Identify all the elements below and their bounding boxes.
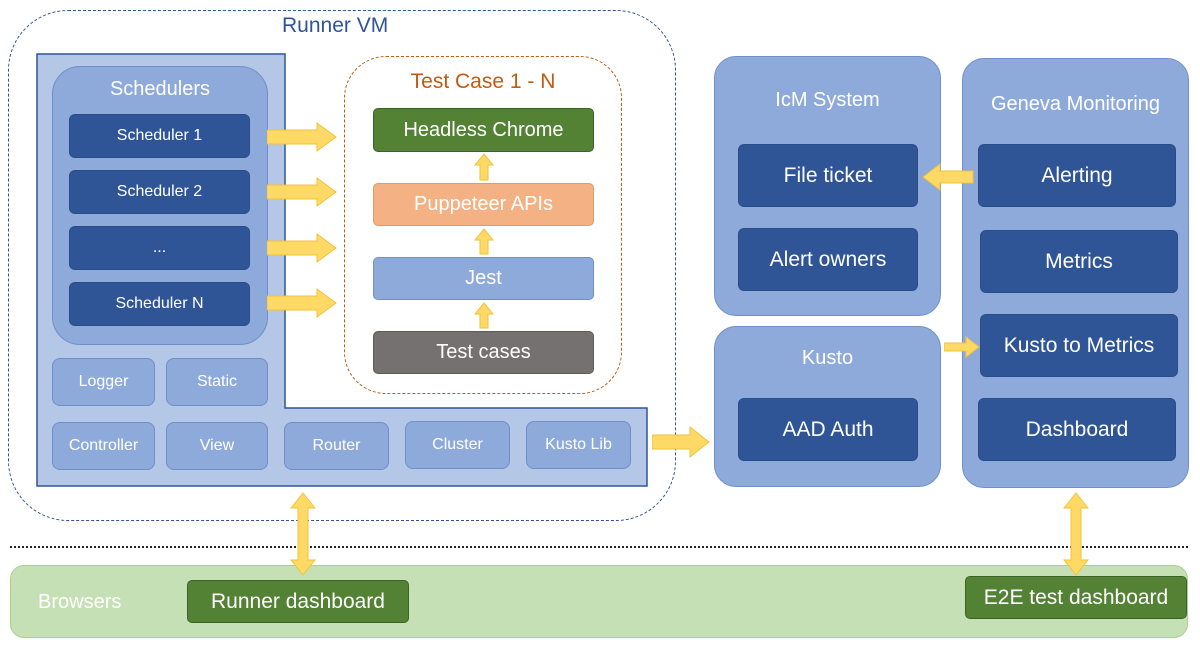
arrow-kusto-to-kusto-to-metrics bbox=[944, 336, 980, 358]
geneva-alerting: Alerting bbox=[978, 144, 1176, 207]
module-kusto-lib: Kusto Lib bbox=[526, 421, 631, 469]
arrow-kusto-lib-to-kusto bbox=[652, 426, 710, 458]
arrow-jest-to-puppeteer bbox=[474, 228, 494, 255]
arrow-alerting-to-file-ticket bbox=[922, 163, 974, 191]
schedulers-title: Schedulers bbox=[109, 77, 211, 100]
scheduler-ellipsis: ... bbox=[69, 226, 250, 270]
scheduler-2: Scheduler 2 bbox=[69, 170, 250, 214]
layer-test-cases: Test cases bbox=[373, 331, 594, 374]
geneva-kusto-to-metrics: Kusto to Metrics bbox=[980, 314, 1178, 377]
arrow-runner-vm-to-runner-dashboard bbox=[290, 492, 316, 576]
module-controller: Controller bbox=[52, 422, 155, 470]
module-logger: Logger bbox=[52, 358, 155, 406]
arrow-scheduler-1-to-test-case bbox=[267, 122, 337, 152]
test-case-container bbox=[344, 56, 622, 394]
icm-system-title: IcM System bbox=[775, 88, 880, 111]
geneva-monitoring-title: Geneva Monitoring bbox=[991, 92, 1160, 115]
layer-puppeteer-apis: Puppeteer APIs bbox=[373, 183, 594, 226]
runner-dashboard[interactable]: Runner dashboard bbox=[187, 580, 409, 623]
arrow-test-cases-to-jest bbox=[474, 302, 494, 329]
layer-headless-chrome: Headless Chrome bbox=[373, 108, 594, 152]
kusto-title: Kusto bbox=[801, 346, 854, 369]
module-static: Static bbox=[166, 358, 268, 406]
geneva-dashboard: Dashboard bbox=[978, 398, 1176, 461]
arrow-scheduler-n-to-test-case bbox=[267, 288, 337, 318]
runner-vm-container bbox=[8, 10, 676, 521]
runner-vm-title: Runner VM bbox=[282, 14, 389, 37]
arrow-puppeteer-to-chrome bbox=[474, 153, 494, 181]
arrow-geneva-to-e2e-dashboard bbox=[1063, 492, 1089, 576]
browsers-label: Browsers bbox=[38, 591, 122, 613]
browser-separator-line bbox=[10, 546, 1188, 548]
module-cluster: Cluster bbox=[405, 421, 510, 469]
geneva-metrics: Metrics bbox=[980, 230, 1178, 293]
icm-file-ticket: File ticket bbox=[738, 144, 918, 207]
icm-alert-owners: Alert owners bbox=[738, 228, 918, 291]
module-router: Router bbox=[284, 422, 389, 470]
test-case-title: Test Case 1 - N bbox=[410, 70, 556, 93]
arrow-scheduler-ellipsis-to-test-case bbox=[267, 233, 337, 263]
e2e-test-dashboard[interactable]: E2E test dashboard bbox=[965, 576, 1187, 619]
scheduler-n: Scheduler N bbox=[69, 282, 250, 326]
layer-jest: Jest bbox=[373, 257, 594, 300]
arrow-scheduler-2-to-test-case bbox=[267, 177, 337, 207]
kusto-aad-auth: AAD Auth bbox=[738, 398, 918, 461]
module-view: View bbox=[166, 422, 268, 470]
scheduler-1: Scheduler 1 bbox=[69, 114, 250, 158]
